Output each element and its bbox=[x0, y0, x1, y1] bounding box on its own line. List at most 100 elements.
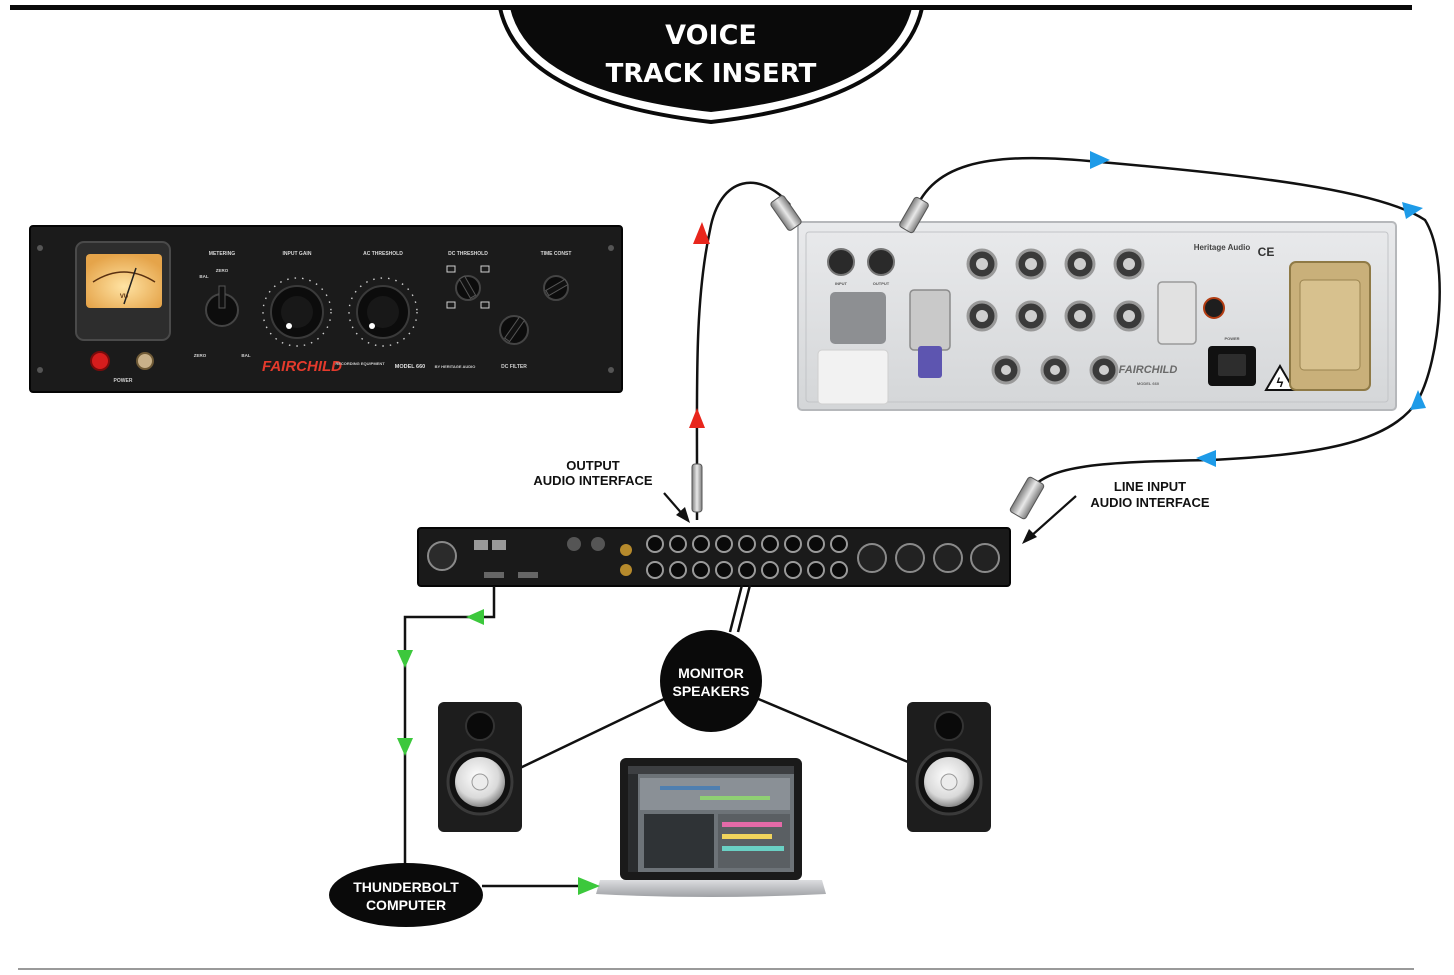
metering-mark: ZERO bbox=[216, 268, 229, 273]
speaker-connections bbox=[519, 696, 909, 770]
power-label: POWER bbox=[114, 378, 133, 384]
arrow-green bbox=[397, 738, 413, 756]
rear-transformer bbox=[1157, 281, 1197, 345]
input-gain-knob-cap bbox=[281, 296, 313, 328]
interface-port bbox=[591, 537, 605, 551]
audio-interface bbox=[417, 527, 1011, 587]
daw-region bbox=[700, 796, 770, 800]
input-gain-dot bbox=[286, 323, 292, 329]
interface-chassis bbox=[417, 527, 1011, 587]
thunderbolt-arrows bbox=[397, 609, 600, 895]
speaker-left bbox=[438, 702, 522, 832]
ac-threshold-dot bbox=[369, 323, 375, 329]
metering-knob-pointer bbox=[218, 285, 226, 309]
knob-label-ac-threshold: AC THRESHOLD bbox=[363, 251, 403, 257]
daw-sidebar bbox=[628, 774, 638, 872]
vu-scale bbox=[92, 271, 156, 283]
arrow-green bbox=[397, 650, 413, 668]
arrow-blue bbox=[1090, 151, 1110, 169]
output-interface-label-2: AUDIO INTERFACE bbox=[533, 473, 653, 488]
interface-port bbox=[620, 564, 632, 576]
rear-output-xlr bbox=[867, 248, 895, 276]
ac-threshold-ticks bbox=[348, 277, 418, 347]
interface-port bbox=[567, 537, 581, 551]
dc-filter-label: DC FILTER bbox=[501, 364, 527, 370]
rear-fuse bbox=[1203, 297, 1225, 319]
output-interface-label-1: OUTPUT bbox=[566, 458, 620, 473]
line-input-interface-label-2: AUDIO INTERFACE bbox=[1090, 495, 1210, 510]
dc-threshold-marker bbox=[446, 301, 456, 309]
title-line1: VOICE bbox=[665, 20, 757, 51]
laptop-base bbox=[596, 880, 826, 897]
tube-socket-row bbox=[966, 248, 1145, 280]
dc-filter-pointer bbox=[503, 316, 526, 343]
knob-label-metering: METERING bbox=[209, 251, 236, 257]
tweeter bbox=[465, 711, 495, 741]
title-badge bbox=[510, 8, 912, 112]
arrow-green bbox=[578, 877, 600, 895]
thunderbolt-label-2: COMPUTER bbox=[366, 897, 446, 913]
interface-xlr-front bbox=[427, 541, 457, 571]
rear-power-label: POWER bbox=[1224, 336, 1239, 341]
vu-label: VU bbox=[120, 294, 128, 300]
interface-port bbox=[518, 572, 538, 578]
interface-port bbox=[484, 572, 504, 578]
front-brand: FAIRCHILD bbox=[262, 358, 342, 375]
rear-power-transformer-core bbox=[1299, 279, 1361, 371]
bottom-rule bbox=[18, 968, 1414, 970]
title-banner: VOICE TRACK INSERT bbox=[10, 5, 1412, 125]
power-switch bbox=[136, 352, 154, 370]
warning-icon bbox=[1264, 364, 1296, 391]
xlr-plug bbox=[1009, 476, 1045, 520]
arrow-blue bbox=[1196, 450, 1216, 467]
interface-port bbox=[474, 540, 488, 550]
dc-threshold-marker bbox=[480, 265, 490, 273]
signal-arrows bbox=[689, 151, 1426, 467]
rear-gray-box bbox=[830, 292, 886, 344]
compressor-rear-panel: INPUT OUTPUT bbox=[797, 221, 1397, 411]
woofer-cap bbox=[471, 773, 489, 791]
rear-output-label: OUTPUT bbox=[873, 281, 890, 286]
rack-screw bbox=[37, 367, 43, 373]
rear-ce-mark: CE bbox=[1258, 245, 1275, 259]
daw-region bbox=[722, 834, 772, 839]
rear-transformer bbox=[909, 289, 951, 351]
daw-region bbox=[722, 846, 784, 851]
rear-wire-bundle bbox=[918, 346, 942, 378]
rear-white-box bbox=[817, 349, 889, 405]
metering-mark: BAL bbox=[241, 353, 250, 358]
arrow-red bbox=[689, 408, 705, 428]
dc-threshold-pointer bbox=[458, 275, 477, 299]
thunderbolt-label-1: THUNDERBOLT bbox=[353, 879, 459, 895]
ac-threshold-knob-cap bbox=[367, 296, 399, 328]
rear-power-inlet-socket bbox=[1218, 354, 1246, 376]
speaker-right bbox=[907, 702, 991, 832]
interface-port bbox=[620, 544, 632, 556]
thunderbolt-computer-node: THUNDERBOLT COMPUTER bbox=[329, 863, 483, 927]
rear-chassis-lip bbox=[805, 231, 1389, 403]
dc-threshold-marker bbox=[480, 301, 490, 309]
daw-region bbox=[722, 822, 782, 827]
knob-label-time-const: TIME CONST bbox=[541, 251, 572, 257]
front-maker: BY HERITAGE AUDIO bbox=[435, 364, 476, 369]
vu-meter-face bbox=[86, 254, 162, 308]
compressor-front-panel: VU POWER METERING INPUT GAIN AC THRESHOL… bbox=[29, 225, 623, 393]
daw-tracks bbox=[640, 778, 790, 810]
front-model: MODEL 660 bbox=[395, 364, 425, 370]
arrow-blue bbox=[1402, 202, 1423, 219]
tweeter bbox=[934, 711, 964, 741]
rack-screw bbox=[37, 245, 43, 251]
rack-screw bbox=[608, 245, 614, 251]
arrow-green bbox=[466, 609, 484, 625]
xlr-plug bbox=[770, 195, 802, 231]
tube-socket-row bbox=[966, 300, 1145, 332]
front-subtext: RECORDING EQUIPMENT bbox=[335, 361, 385, 366]
rear-input-label: INPUT bbox=[835, 281, 848, 286]
input-gain-ticks bbox=[262, 277, 332, 347]
vu-needle bbox=[123, 267, 137, 305]
line-input-interface-label-1: LINE INPUT bbox=[1114, 479, 1186, 494]
laptop bbox=[596, 758, 826, 897]
rear-model: MODEL 660 bbox=[1137, 381, 1160, 386]
knob-label-dc-threshold: DC THRESHOLD bbox=[448, 251, 488, 257]
knob-label-input-gain: INPUT GAIN bbox=[283, 251, 312, 257]
